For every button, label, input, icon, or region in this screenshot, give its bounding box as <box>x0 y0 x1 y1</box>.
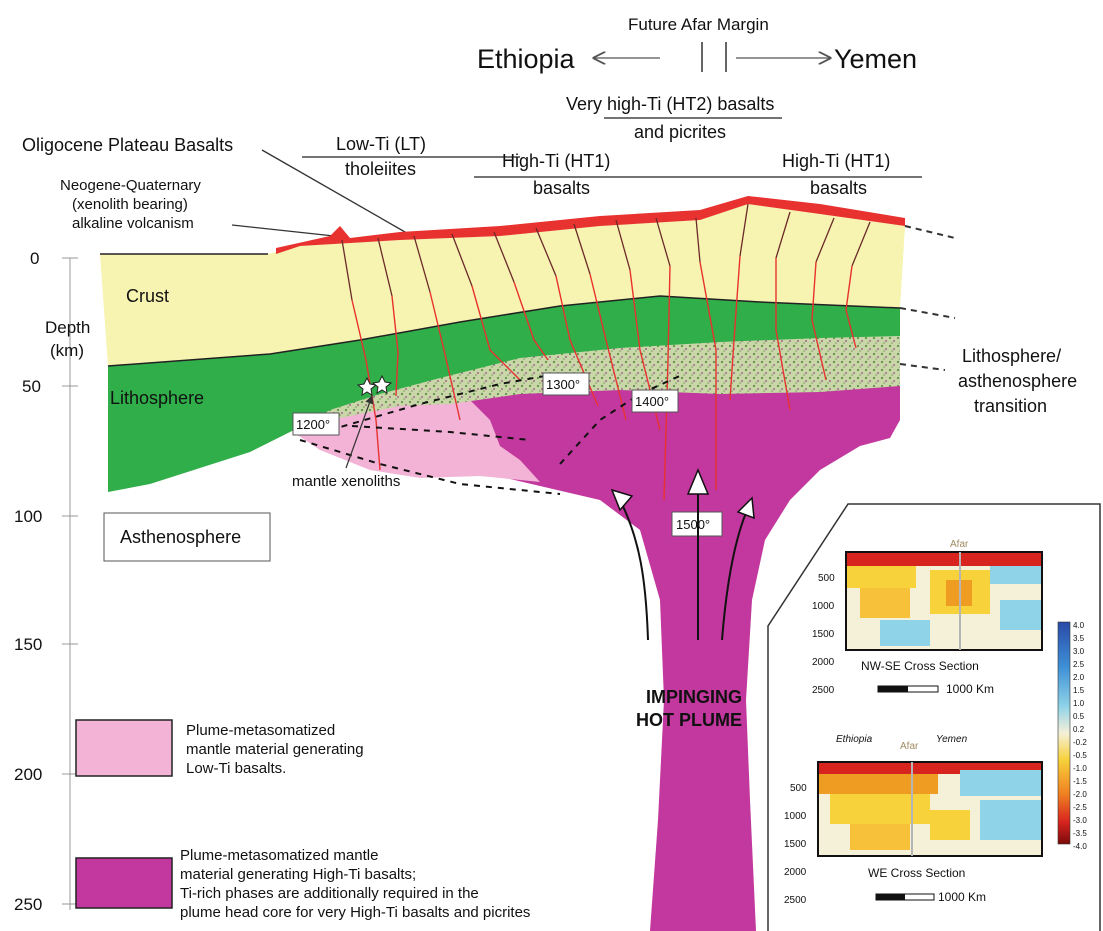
depth-axis-label-line2: (km) <box>50 341 84 360</box>
legend-low-ti-swatch <box>76 720 172 776</box>
neogene-label-line1: Neogene-Quaternary <box>60 177 201 194</box>
inset-scale-bar-2-fill <box>876 894 905 900</box>
transition-label-line3: transition <box>974 396 1047 416</box>
legend-low-ti-line1: Plume-metasomatized <box>186 722 335 739</box>
transition-extension-dash <box>900 364 945 370</box>
colorbar-tick: -1.5 <box>1073 777 1087 786</box>
colorbar-tick: 3.5 <box>1073 634 1085 643</box>
depth-tick-150: 150 <box>14 635 42 654</box>
inset-top-tick-500: 500 <box>818 573 835 584</box>
plume-label-line1: IMPINGING <box>646 687 742 707</box>
inset-afar-bottom: Afar <box>900 741 919 752</box>
tomography-we <box>818 762 1042 856</box>
ethiopia-label: Ethiopia <box>477 44 576 74</box>
inset-scale-bar-1-fill <box>878 686 908 692</box>
transition-label-line1: Lithosphere/ <box>962 346 1061 366</box>
ht1a-label-line1: High-Ti (HT1) <box>502 151 610 171</box>
inset-top-tick-1000: 1000 <box>812 601 835 612</box>
legend-low-ti-line3: Low-Ti basalts. <box>186 760 286 777</box>
asthenosphere-label: Asthenosphere <box>120 527 241 547</box>
inset-top-tick-2000: 2000 <box>812 657 835 668</box>
depth-tick-100: 100 <box>14 507 42 526</box>
lithosphere-label: Lithosphere <box>110 388 204 408</box>
inset-top-tick-1500: 1500 <box>812 629 835 640</box>
colorbar-tick: -2.0 <box>1073 790 1087 799</box>
yemen-label: Yemen <box>834 44 917 74</box>
velocity-colorbar <box>1058 622 1070 844</box>
moho-extension-dash <box>900 308 955 318</box>
colorbar-tick: -0.2 <box>1073 738 1087 747</box>
neogene-pointer <box>232 225 334 236</box>
isotherm-1300: 1300° <box>546 377 580 392</box>
depth-tick-200: 200 <box>14 765 42 784</box>
colorbar-tick: -0.5 <box>1073 751 1087 760</box>
inset-afar-top: Afar <box>950 539 969 550</box>
colorbar-tick: -3.5 <box>1073 829 1087 838</box>
colorbar-tick: 3.0 <box>1073 647 1085 656</box>
lt-label-line1: Low-Ti (LT) <box>336 134 426 154</box>
inset-section2-label: WE Cross Section <box>868 866 965 880</box>
depth-tick-250: 250 <box>14 895 42 914</box>
inset-top-tick-2500: 2500 <box>812 685 835 696</box>
colorbar-tick: -4.0 <box>1073 842 1087 851</box>
inset-scale-label-1: 1000 Km <box>946 682 994 696</box>
inset-bottom-tick-2000: 2000 <box>784 867 807 878</box>
inset-bottom-tick-2500: 2500 <box>784 895 807 906</box>
isotherm-1200: 1200° <box>296 417 330 432</box>
legend-high-ti-line3: Ti-rich phases are additionally required… <box>180 885 479 902</box>
inset-section1-label: NW-SE Cross Section <box>861 659 979 673</box>
ht2-label-line1: Very high-Ti (HT2) basalts <box>566 94 774 114</box>
ht1b-label-line2: basalts <box>810 178 867 198</box>
future-margin-label: Future Afar Margin <box>628 15 769 34</box>
surface-extension-dash <box>905 226 955 238</box>
legend-high-ti-line2: material generating High-Ti basalts; <box>180 866 416 883</box>
legend-low-ti-line2: mantle material generating <box>186 741 364 758</box>
inset-bottom-tick-1000: 1000 <box>784 811 807 822</box>
inset-bottom-tick-500: 500 <box>790 783 807 794</box>
oligocene-label: Oligocene Plateau Basalts <box>22 135 233 155</box>
tomography-nw-se <box>846 552 1042 650</box>
depth-tick-50: 50 <box>22 377 41 396</box>
crust-label: Crust <box>126 286 169 306</box>
isotherm-1400: 1400° <box>635 394 669 409</box>
ht2-label-line2: and picrites <box>634 122 726 142</box>
lt-label-line2: tholeiites <box>345 159 416 179</box>
colorbar-tick: 0.5 <box>1073 712 1085 721</box>
ht1a-label-line2: basalts <box>533 178 590 198</box>
colorbar-tick: 4.0 <box>1073 621 1085 630</box>
isotherm-1500: 1500° <box>676 517 710 532</box>
colorbar-tick: -3.0 <box>1073 816 1087 825</box>
depth-tick-0: 0 <box>30 249 39 268</box>
inset-scale-label-2: 1000 Km <box>938 890 986 904</box>
colorbar-tick: -1.0 <box>1073 764 1087 773</box>
xenoliths-label: mantle xenoliths <box>292 473 400 490</box>
colorbar-tick: 2.5 <box>1073 660 1085 669</box>
colorbar-tick: 2.0 <box>1073 673 1085 682</box>
neogene-label-line3: alkaline volcanism <box>72 215 194 232</box>
depth-axis-label-line1: Depth <box>45 318 90 337</box>
ht1b-label-line1: High-Ti (HT1) <box>782 151 890 171</box>
inset-bottom-tick-1500: 1500 <box>784 839 807 850</box>
colorbar-tick: 1.5 <box>1073 686 1085 695</box>
legend-high-ti-line1: Plume-metasomatized mantle <box>180 847 378 864</box>
colorbar-tick: 1.0 <box>1073 699 1085 708</box>
colorbar-tick: 0.2 <box>1073 725 1085 734</box>
legend-high-ti-line4: plume head core for very High-Ti basalts… <box>180 904 530 921</box>
inset-yemen-label: Yemen <box>936 734 968 745</box>
neogene-label-line2: (xenolith bearing) <box>72 196 188 213</box>
inset-ethiopia-label: Ethiopia <box>836 734 873 745</box>
plume-label-line2: HOT PLUME <box>636 710 742 730</box>
transition-label-line2: asthenosphere <box>958 371 1077 391</box>
legend-high-ti-swatch <box>76 858 172 908</box>
colorbar-tick: -2.5 <box>1073 803 1087 812</box>
